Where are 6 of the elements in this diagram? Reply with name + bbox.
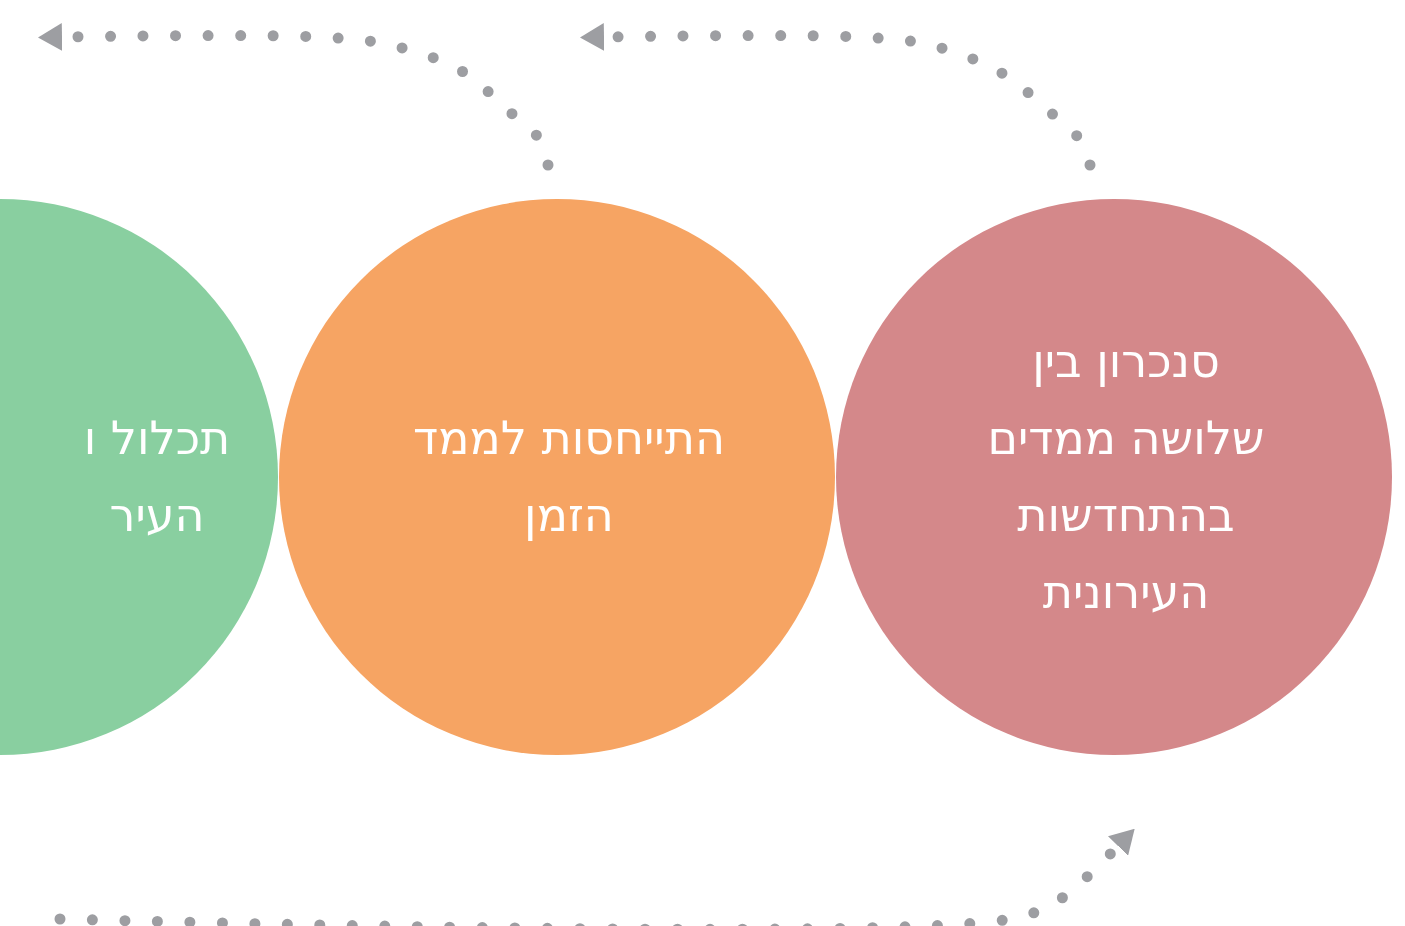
circle-label: סנכרון בין שלושה ממדים בהתחדשות העירונית <box>986 333 1266 621</box>
circle-label: התייחסות לממד הזמן <box>412 410 726 544</box>
circle-label: תכלול ו העיר <box>82 410 232 544</box>
dotted-arrow <box>38 23 554 171</box>
dotted-arrow <box>580 23 1096 171</box>
dotted-arrow <box>54 828 1135 926</box>
